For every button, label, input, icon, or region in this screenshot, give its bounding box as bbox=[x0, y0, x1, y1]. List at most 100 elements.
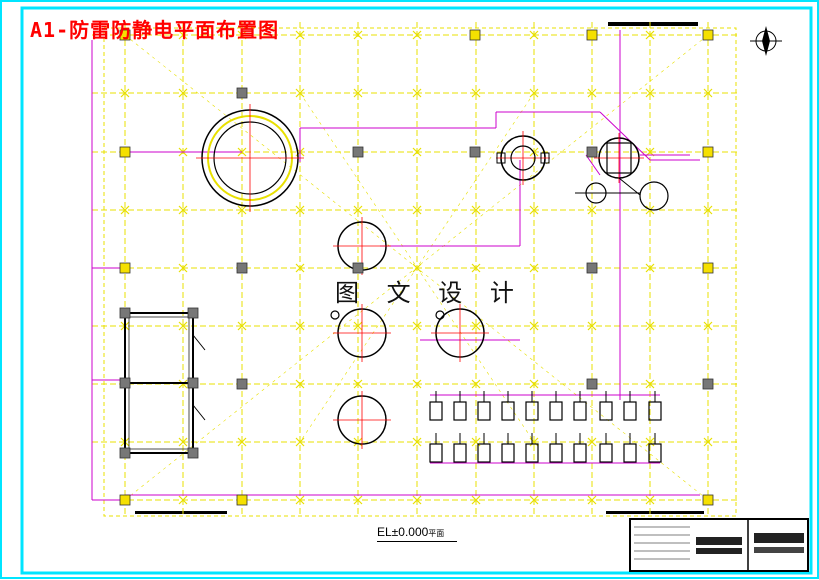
pump-bottom-row bbox=[623, 443, 637, 463]
top-wall-bar bbox=[608, 22, 698, 26]
small-vessel bbox=[639, 181, 669, 211]
drawing-title: A1-防雷防静电平面布置图 bbox=[30, 18, 280, 42]
grid-node-mark bbox=[295, 263, 305, 273]
door-swing bbox=[192, 404, 206, 421]
building-column bbox=[187, 377, 199, 389]
pump-top-row bbox=[477, 401, 491, 421]
column-concrete bbox=[352, 146, 364, 158]
grid-node-mark bbox=[645, 321, 655, 331]
title-block-number-field bbox=[696, 548, 742, 554]
grid-node-mark bbox=[237, 205, 247, 215]
pump-bottom-row bbox=[429, 443, 443, 463]
pump-top-row bbox=[648, 401, 662, 421]
nozzle bbox=[496, 152, 506, 164]
grid-node-mark bbox=[295, 88, 305, 98]
grid-node-mark bbox=[412, 437, 422, 447]
grid-node-mark bbox=[703, 437, 713, 447]
column-steel bbox=[119, 262, 131, 274]
grid-node-mark bbox=[412, 263, 422, 273]
grid-node-mark bbox=[471, 205, 481, 215]
grid-node-mark bbox=[120, 88, 130, 98]
grid-node-mark bbox=[645, 379, 655, 389]
site-boundary bbox=[103, 27, 737, 517]
pump-bottom-row bbox=[648, 443, 662, 463]
grid-node-mark bbox=[295, 379, 305, 389]
grid-node-mark bbox=[412, 30, 422, 40]
column-steel bbox=[236, 494, 248, 506]
grid-node-mark bbox=[178, 263, 188, 273]
pump-bottom-row bbox=[573, 443, 587, 463]
grid-node-mark bbox=[645, 263, 655, 273]
column-concrete bbox=[236, 378, 248, 390]
title-block-company-field bbox=[754, 533, 804, 543]
column-steel bbox=[586, 29, 598, 41]
grid-node-mark bbox=[412, 205, 422, 215]
elevation-underline bbox=[377, 541, 457, 542]
grid-node-mark bbox=[295, 205, 305, 215]
elevation-value: EL±0.000 bbox=[377, 525, 429, 539]
pump-top-row bbox=[623, 401, 637, 421]
vessel-frame bbox=[606, 142, 632, 174]
building-column bbox=[119, 447, 131, 459]
pump-bottom-row bbox=[501, 443, 515, 463]
grid-node-mark bbox=[412, 321, 422, 331]
pump-bottom-row bbox=[477, 443, 491, 463]
grid-node-mark bbox=[237, 30, 247, 40]
grid-node-mark bbox=[412, 147, 422, 157]
pump-bottom-row bbox=[549, 443, 563, 463]
grid-node-mark bbox=[645, 437, 655, 447]
column-markers bbox=[119, 29, 714, 506]
grid-node-mark bbox=[645, 30, 655, 40]
pump-bottom-row bbox=[453, 443, 467, 463]
grid-node-mark bbox=[471, 263, 481, 273]
grid-node-mark bbox=[295, 437, 305, 447]
elevation-suffix: 平面 bbox=[428, 529, 445, 538]
grid-node-mark bbox=[178, 88, 188, 98]
grid-node-mark bbox=[295, 495, 305, 505]
dimension-and-grounding-lines bbox=[91, 30, 700, 501]
building-column bbox=[119, 307, 131, 319]
bottom-wall-bar-left bbox=[135, 511, 227, 514]
pump-top-row bbox=[453, 401, 467, 421]
grid-node-mark bbox=[529, 437, 539, 447]
column-concrete bbox=[236, 87, 248, 99]
vent-cap bbox=[435, 310, 445, 320]
pump-top-row bbox=[525, 401, 539, 421]
grid-node-mark bbox=[295, 30, 305, 40]
column-steel bbox=[702, 494, 714, 506]
column-steel bbox=[469, 29, 481, 41]
grid-node-mark bbox=[353, 379, 363, 389]
building-column bbox=[119, 377, 131, 389]
pump-top-row bbox=[429, 401, 443, 421]
title-block bbox=[629, 518, 809, 572]
grid-node-mark bbox=[529, 321, 539, 331]
grid-node-mark bbox=[471, 437, 481, 447]
column-steel bbox=[702, 146, 714, 158]
grid-node-mark bbox=[353, 437, 363, 447]
pump-bottom-row bbox=[525, 443, 539, 463]
building-column bbox=[187, 447, 199, 459]
grid-node-mark bbox=[412, 495, 422, 505]
grounding-line bbox=[599, 111, 651, 161]
grid-node-mark bbox=[587, 437, 597, 447]
vessel-inner bbox=[510, 145, 536, 171]
elevation-label: EL±0.000平面 bbox=[377, 525, 457, 542]
building-column bbox=[187, 307, 199, 319]
grid-node-mark bbox=[178, 321, 188, 331]
inner-border bbox=[20, 6, 813, 575]
grid-node-mark bbox=[237, 321, 247, 331]
grounding-line bbox=[585, 154, 601, 176]
watermark-text: 图 文 设 计 bbox=[335, 279, 524, 307]
column-concrete bbox=[702, 378, 714, 390]
grid-node-mark bbox=[587, 321, 597, 331]
grid-node-mark bbox=[587, 495, 597, 505]
grid-node-mark bbox=[703, 88, 713, 98]
grid-node-mark bbox=[178, 30, 188, 40]
grid-node-mark bbox=[471, 88, 481, 98]
grid-node-mark bbox=[587, 205, 597, 215]
title-block-name-field bbox=[696, 537, 742, 545]
grid-node-mark bbox=[178, 205, 188, 215]
